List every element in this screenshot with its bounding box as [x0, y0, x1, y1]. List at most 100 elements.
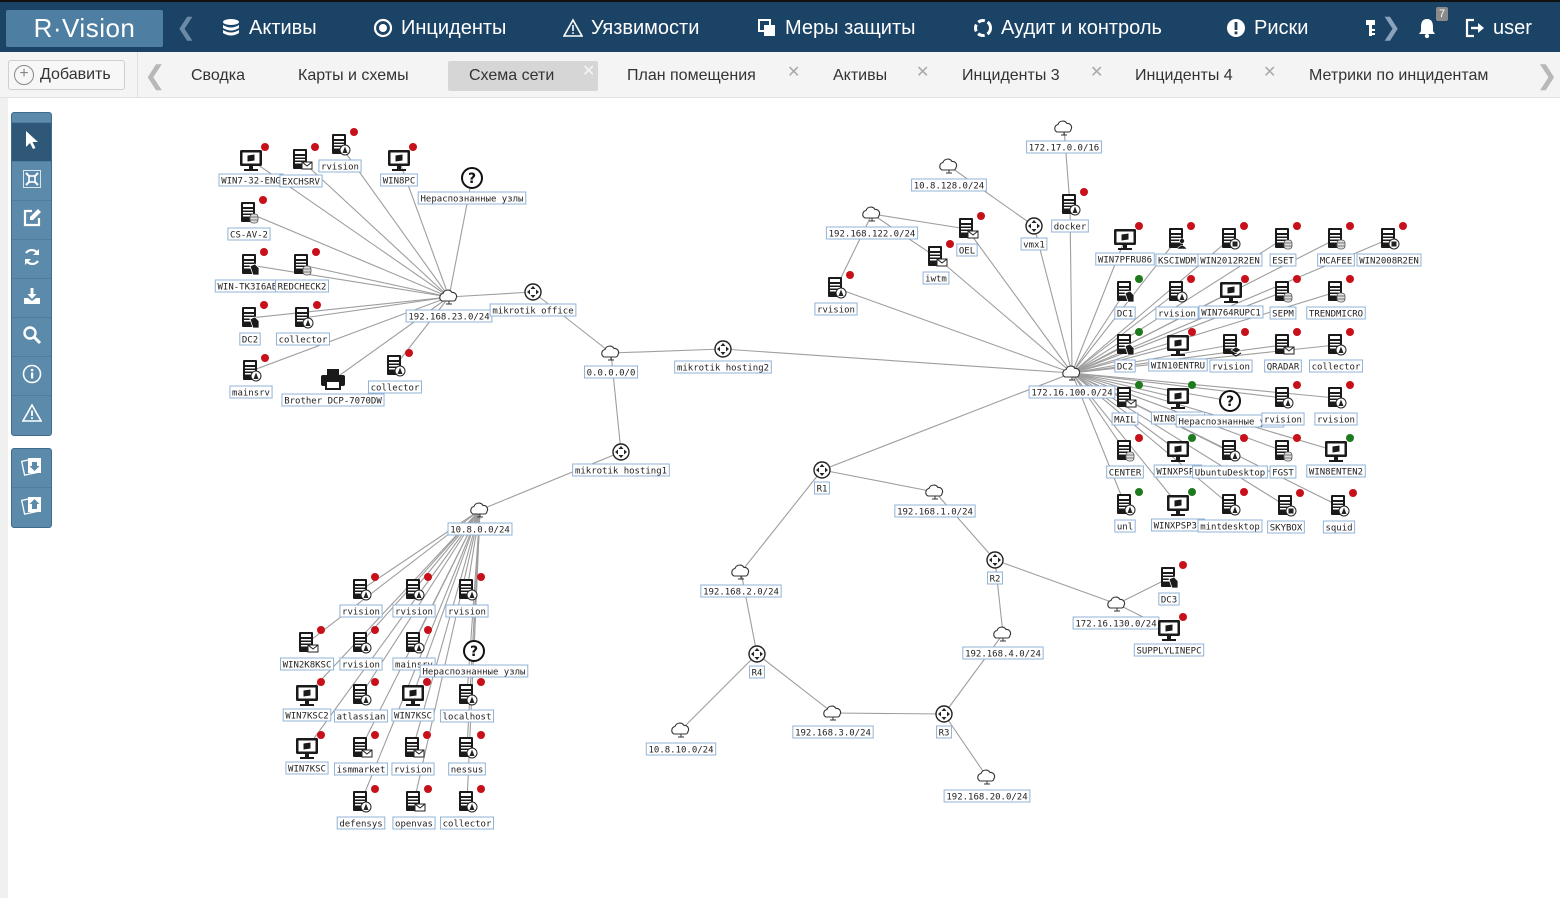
network-node-server[interactable]: defensys	[336, 785, 386, 830]
network-node-pc[interactable]: WIN8ENTEN2	[1306, 434, 1366, 478]
tab-incident-metrics[interactable]: Метрики по инцидентам	[1309, 61, 1488, 91]
network-node-mail[interactable]: ismmarket	[333, 731, 389, 776]
network-node-router[interactable]: R4	[748, 645, 766, 679]
network-node-router[interactable]: R3	[935, 705, 953, 739]
nav-item-vulnerabilities[interactable]: Уязвимости	[562, 2, 699, 54]
network-node-printer[interactable]: Brother DCP-7070DW	[281, 369, 385, 407]
network-node-cloud[interactable]: 10.8.0.0/24	[447, 502, 513, 536]
tab-incidents-3[interactable]: Инциденты 3	[962, 61, 1060, 91]
network-node-db[interactable]: TRENDMICRO	[1306, 275, 1366, 320]
refresh-tool[interactable]	[12, 240, 51, 279]
network-node-db[interactable]: ESET	[1269, 222, 1301, 267]
nav-item-protection-measures[interactable]: Меры защиты	[756, 2, 916, 54]
network-node-cloud[interactable]: 172.16.100.0/24	[1028, 365, 1116, 399]
network-node-user[interactable]: KSCIWDM	[1155, 222, 1199, 267]
network-node-pc[interactable]: WIN7PFRU86	[1095, 222, 1155, 266]
network-node-mail[interactable]: MAIL	[1111, 381, 1143, 426]
network-node-server[interactable]: mainsrv	[392, 626, 436, 671]
network-node-db[interactable]: REDCHECK2	[274, 248, 330, 293]
network-node-cloud[interactable]: 10.8.128.0/24	[911, 158, 987, 192]
tab-close-icon[interactable]: ✕	[916, 64, 930, 81]
network-node-dc[interactable]: WIN-TK3I6AEL	[214, 248, 286, 293]
network-node-pc[interactable]: WIN7-32-ENG	[218, 143, 284, 187]
network-node-router[interactable]: R1	[813, 461, 831, 495]
nav-scroll-left-icon[interactable]: ❮	[176, 14, 197, 41]
network-node-cloud[interactable]: 192.168.20.0/24	[943, 769, 1031, 803]
network-node-server[interactable]: squid	[1322, 489, 1357, 534]
network-node-server[interactable]: collector	[439, 785, 495, 830]
network-node-mail[interactable]: iwtm	[922, 240, 954, 285]
network-node-unknown[interactable]: ?Нераспознанные узлы	[1175, 390, 1285, 428]
network-node-cloud[interactable]: 172.16.130.0/24	[1072, 596, 1160, 630]
network-node-winserver[interactable]: SKYBOX	[1267, 489, 1305, 534]
nav-item-audit[interactable]: Аудит и контроль	[972, 2, 1162, 54]
tab-close-icon[interactable]: ✕	[582, 63, 596, 80]
network-node-db[interactable]: MCAFEE	[1317, 222, 1355, 267]
network-node-db[interactable]: SEPM	[1269, 275, 1301, 320]
tab-maps-and-schemes[interactable]: Карты и схемы	[298, 61, 409, 91]
network-node-dc[interactable]: DC2	[239, 301, 268, 346]
network-node-db[interactable]: CS-AV-2	[227, 196, 271, 241]
tabs-scroll-left-icon[interactable]: ❮	[144, 60, 166, 90]
tab-close-icon[interactable]: ✕	[1263, 64, 1277, 81]
add-tab-button[interactable]: + Добавить	[8, 60, 125, 90]
network-node-cloud[interactable]: 192.168.3.0/24	[792, 705, 874, 739]
network-node-server[interactable]: rvision	[1314, 381, 1358, 426]
network-node-router[interactable]: mikrotik hosting1	[572, 443, 670, 477]
nav-item-risks[interactable]: Риски	[1225, 2, 1308, 54]
tab-close-icon[interactable]: ✕	[787, 64, 801, 81]
nav-item-incidents[interactable]: Инциденты	[372, 2, 506, 54]
network-node-server[interactable]: docker	[1051, 188, 1089, 233]
export-layout-tool[interactable]	[12, 488, 51, 527]
nav-item-assets[interactable]: Активы	[220, 2, 317, 54]
edit-tool[interactable]	[12, 201, 51, 240]
network-node-winserver[interactable]: WIN2012R2EN	[1197, 222, 1263, 267]
network-node-mail[interactable]: EXCHSRV	[279, 143, 323, 188]
network-node-server[interactable]: collector	[367, 349, 423, 394]
network-node-unknown[interactable]: ?Нераспознанные узлы	[419, 640, 529, 678]
network-node-router[interactable]: mikrotik office	[489, 283, 577, 317]
network-node-pc[interactable]: WIN764RUPC1	[1198, 275, 1264, 319]
network-node-pc[interactable]: WINXPSP3	[1153, 434, 1203, 478]
network-node-server[interactable]: atlassian	[333, 678, 389, 723]
network-node-server[interactable]: nessus	[448, 731, 486, 776]
network-node-server[interactable]: UbuntuDesktop	[1192, 434, 1268, 479]
network-node-router[interactable]: R2	[986, 551, 1004, 585]
network-node-server[interactable]: mainsrv	[229, 354, 273, 399]
tab-summary[interactable]: Сводка	[191, 61, 245, 91]
network-node-cloud[interactable]: 192.168.122.0/24	[825, 206, 919, 240]
network-node-server[interactable]: rvision	[392, 573, 436, 618]
network-node-db[interactable]: CENTER	[1106, 434, 1144, 479]
notifications-button[interactable]	[1416, 2, 1445, 54]
toolbar-grip[interactable]	[12, 113, 51, 123]
network-node-pc[interactable]: WIN7KSC2	[282, 678, 332, 722]
network-node-cloud[interactable]: 192.168.2.0/24	[700, 564, 782, 598]
nav-scroll-right-icon[interactable]: ❯	[1381, 14, 1402, 41]
select-tool[interactable]	[12, 123, 51, 162]
network-node-pc[interactable]: WIN7KSC	[391, 678, 435, 722]
network-node-server[interactable]: rvision	[1155, 275, 1199, 320]
alert-tool[interactable]	[12, 396, 51, 435]
network-node-server[interactable]: collector	[1308, 328, 1364, 373]
network-node-server[interactable]: rvision	[339, 626, 383, 671]
user-menu[interactable]: user	[1464, 2, 1532, 54]
fit-tool[interactable]	[12, 162, 51, 201]
network-node-cloud[interactable]: 192.168.4.0/24	[962, 626, 1044, 660]
network-node-cloud[interactable]: 192.168.1.0/24	[894, 484, 976, 518]
info-tool[interactable]	[12, 357, 51, 396]
network-node-router[interactable]: vmx1	[1020, 217, 1048, 251]
network-node-router[interactable]: mikrotik hosting2	[674, 340, 772, 374]
network-node-mail[interactable]: OEL	[956, 212, 985, 257]
search-tool[interactable]	[12, 318, 51, 357]
rvision-logo[interactable]: R·Vision	[6, 10, 163, 47]
network-node-pc[interactable]: WIN10ENTRU	[1148, 328, 1208, 372]
network-node-pc[interactable]: WIN7KSC	[285, 731, 329, 775]
tabs-scroll-right-icon[interactable]: ❯	[1536, 60, 1558, 90]
tab-network-scheme[interactable]: Схема сети	[448, 61, 598, 91]
network-node-mail[interactable]: WIN2K8KSC	[279, 626, 335, 671]
network-node-unknown[interactable]: ?Нераспознанные узлы	[417, 167, 527, 205]
network-node-server[interactable]: rvision	[1261, 381, 1305, 426]
network-node-stack[interactable]: rvision	[1209, 328, 1253, 373]
network-node-pc[interactable]: WINXPSP3E	[1150, 488, 1206, 532]
